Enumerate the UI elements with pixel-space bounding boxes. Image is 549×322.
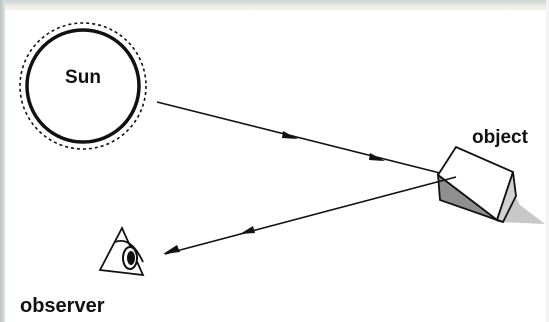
arrow-head — [240, 226, 255, 234]
ray-sun-to-object — [157, 102, 456, 177]
sun-label: Sun — [65, 67, 101, 88]
arrow-head — [369, 153, 385, 161]
object: object — [438, 127, 545, 224]
eye-icon — [100, 228, 143, 275]
incoming-light-ray — [157, 102, 456, 177]
eye-pupil — [127, 251, 135, 265]
ray-object-to-observer — [165, 177, 456, 254]
arrow-head — [163, 245, 180, 254]
arrow-head — [282, 131, 298, 139]
reflected-light-ray — [163, 177, 456, 254]
observer-label: observer — [20, 295, 105, 317]
object-label: object — [472, 127, 529, 148]
sun: Sun — [20, 23, 146, 149]
